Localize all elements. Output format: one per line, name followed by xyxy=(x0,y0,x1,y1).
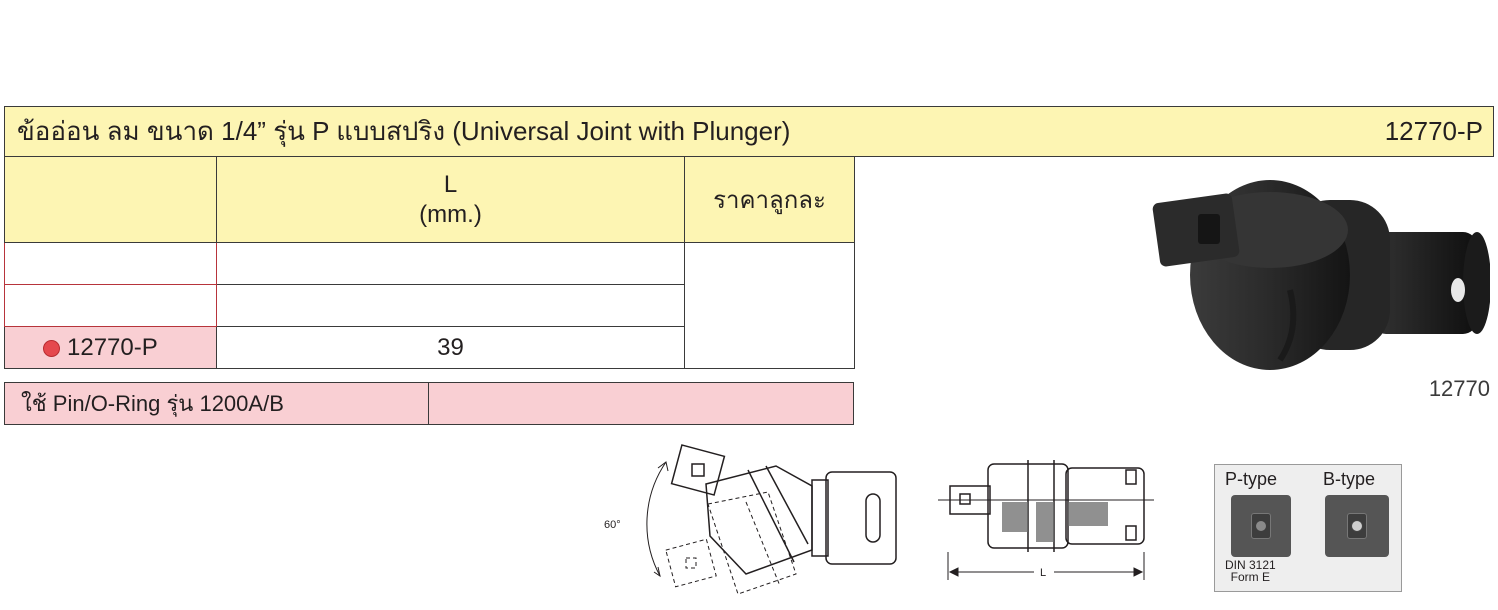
model-cell-highlight: 12770-P xyxy=(4,326,217,369)
square-drive xyxy=(1152,193,1240,267)
angle-label: 60° xyxy=(604,519,621,531)
length-unit: (mm.) xyxy=(419,200,482,228)
section-drawing: L xyxy=(938,460,1154,580)
spec-table: L (mm.) ราคาลูกละ 12770-P 39 xyxy=(4,156,855,369)
socket-end xyxy=(1372,232,1477,334)
product-title: ข้ออ่อน ลม ขนาด 1/4” รุ่น P แบบสปริง (Un… xyxy=(17,116,791,146)
p-type-label: P-type xyxy=(1225,469,1278,489)
title-bar: ข้ออ่อน ลม ขนาด 1/4” รุ่น P แบบสปริง (Un… xyxy=(4,106,1494,157)
price-cell xyxy=(684,242,855,369)
model-cell xyxy=(4,242,217,285)
length-label: L xyxy=(443,170,458,198)
din-line-2: Form E xyxy=(1230,570,1271,584)
b-type-image xyxy=(1325,495,1389,557)
model-cell xyxy=(4,284,217,327)
b-type-label: B-type xyxy=(1323,469,1376,489)
model-code: 12770-P xyxy=(67,333,158,361)
din-label: DIN 3121 Form E xyxy=(1225,559,1276,583)
product-code: 12770-P xyxy=(1384,116,1483,146)
header-length-cell: L (mm.) xyxy=(216,156,685,243)
header-price-cell: ราคาลูกละ xyxy=(684,156,855,243)
pin-oring-label: ใช้ Pin/O-Ring รุ่น 1200A/B xyxy=(5,383,429,424)
angle-drawing: 60° xyxy=(604,444,897,595)
table-row xyxy=(4,242,855,369)
photo-caption: 12770 xyxy=(1428,376,1490,401)
header-model-cell xyxy=(4,156,217,243)
length-cell xyxy=(216,242,685,285)
table-header-row: L (mm.) ราคาลูกละ xyxy=(4,156,855,243)
p-type-image xyxy=(1231,495,1291,557)
table-row: 12770-P 39 xyxy=(4,326,855,369)
universal-joint-photo xyxy=(1152,180,1490,370)
pin-oring-row: ใช้ Pin/O-Ring รุ่น 1200A/B xyxy=(4,382,854,425)
length-cell: 39 xyxy=(216,326,685,369)
length-dimension-label: L xyxy=(1040,567,1046,579)
din-line-1: DIN 3121 xyxy=(1225,558,1276,572)
type-comparison-box: P-type B-type DIN 3121 Form E xyxy=(1214,464,1402,592)
length-cell xyxy=(216,284,685,327)
red-dot-icon xyxy=(43,339,60,357)
